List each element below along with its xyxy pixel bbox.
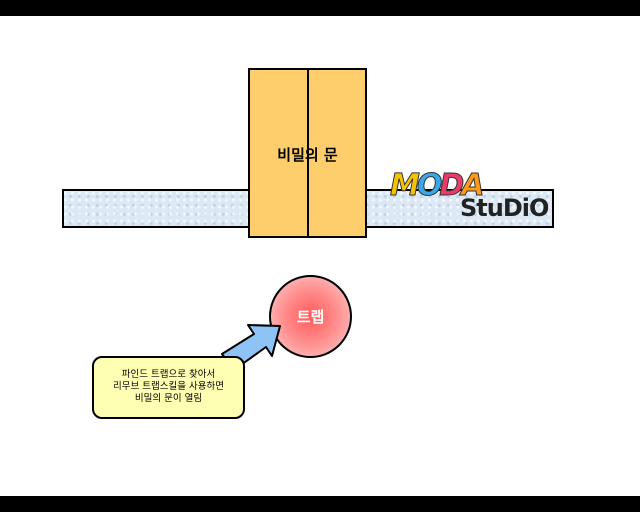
hint-note-box — [92, 356, 245, 419]
logo-studio-text: StuDiO — [460, 194, 549, 222]
logo-letter-a: A — [461, 168, 485, 204]
hint-line-2: 리무브 트랩스킬을 사용하면 — [113, 381, 224, 392]
top-letterbox-bar — [0, 0, 640, 16]
logo-letter-m: M — [390, 168, 421, 204]
logo-letter-o: O — [416, 168, 442, 204]
trap-circle[interactable] — [269, 275, 352, 358]
hint-line-3: 비밀의 문이 열림 — [134, 393, 203, 404]
moda-studio-logo: MODA StuDiO — [390, 168, 550, 224]
hint-note-text: 파인드 트랩으로 찾아서 리무브 트랩스킬을 사용하면 비밀의 문이 열림 — [92, 369, 245, 405]
trap-label: 트랩 — [296, 308, 325, 326]
logo-letter-d: D — [439, 168, 465, 204]
hint-line-1: 파인드 트랩으로 찾아서 — [121, 369, 216, 380]
logo-moda-text: MODA — [390, 168, 486, 204]
secret-door[interactable] — [248, 68, 367, 238]
door-seam — [307, 70, 309, 236]
secret-door-label: 비밀의 문 — [277, 146, 338, 164]
bottom-letterbox-bar — [0, 496, 640, 512]
